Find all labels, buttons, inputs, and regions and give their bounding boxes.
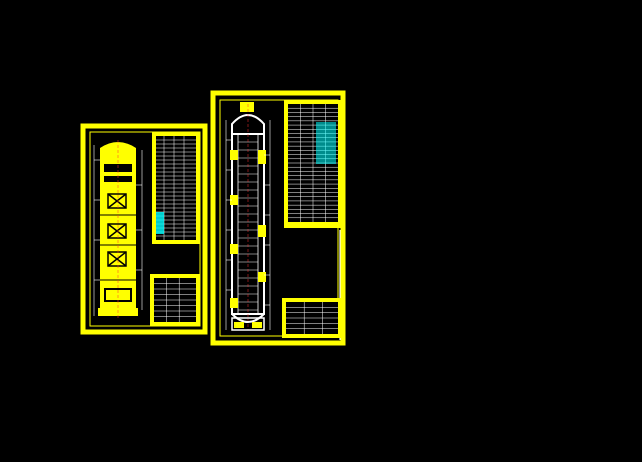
drawing-sheet-2[interactable] (210, 90, 346, 346)
sheet-1-border (80, 123, 208, 335)
drawing-sheet-1[interactable] (80, 123, 208, 335)
sheet-1-title-block (150, 274, 200, 326)
tower-drawing-2 (225, 102, 271, 331)
sheet-2-spec-table (284, 100, 342, 228)
sheet-2-border (210, 90, 346, 346)
sheet-2-title-block (282, 298, 342, 338)
sheet-1-parts-list (152, 132, 200, 244)
tower-drawing-1 (93, 140, 143, 318)
